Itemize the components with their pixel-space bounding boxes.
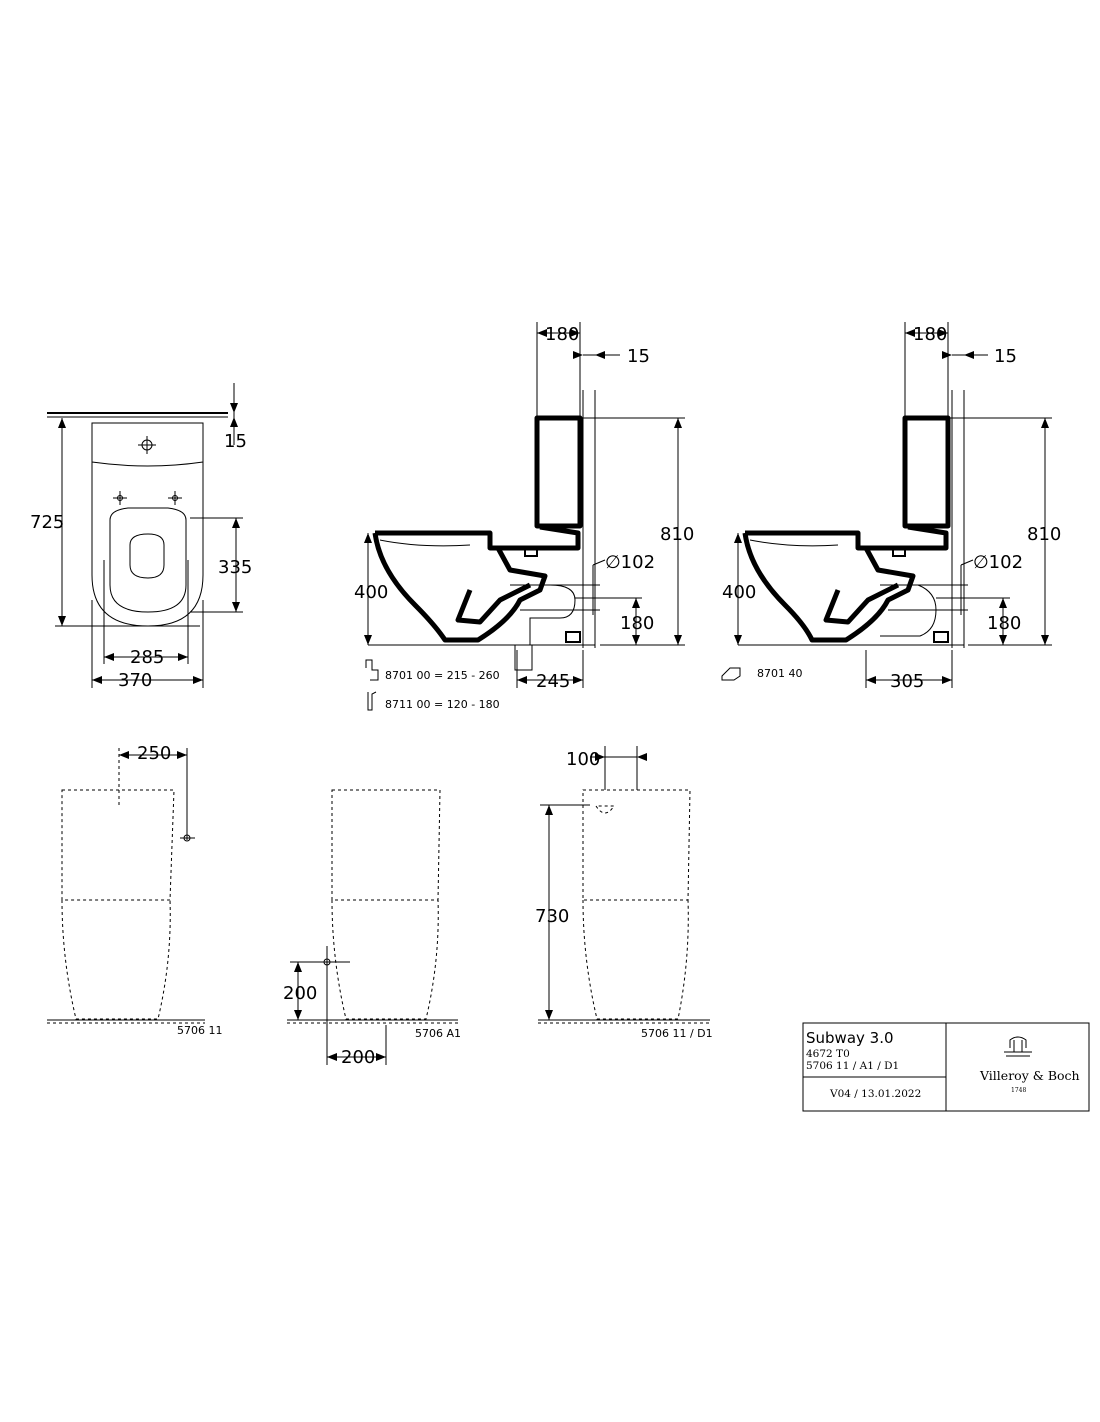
- dim-diameter-102: ∅102: [973, 552, 1023, 573]
- trap: [823, 582, 900, 625]
- brand-year: 1748: [1011, 1087, 1026, 1094]
- product-code: 4672 T0: [806, 1048, 850, 1060]
- dim-250: 250: [137, 743, 171, 764]
- pipe-connector-icon: [367, 691, 377, 711]
- bowl-outline: [331, 899, 439, 1020]
- dim-730: 730: [535, 906, 569, 927]
- dim-180-outlet: 180: [987, 613, 1021, 634]
- bowl-body: [372, 532, 548, 643]
- side-view-1: 180 15 810 400 ∅102 180 245 8701 00 =: [354, 322, 694, 711]
- outlet-pipe: [510, 584, 576, 671]
- brand-name: Villeroy & Boch: [979, 1068, 1080, 1083]
- dim-285: 285: [130, 647, 164, 668]
- note-8711-00: 8711 00 = 120 - 180: [385, 698, 500, 711]
- product-name: Subway 3.0: [806, 1029, 894, 1047]
- note-8701-40: 8701 40: [757, 667, 803, 680]
- front-view-1: 250 5706 11: [47, 743, 223, 1037]
- top-view: 725 15 335 285 370: [30, 383, 252, 691]
- pipe-connector-icon: [365, 659, 379, 681]
- tank-outline: [61, 789, 175, 901]
- dim-400: 400: [354, 582, 388, 603]
- dim-810: 810: [1027, 524, 1061, 545]
- code-5706-a1: 5706 A1: [415, 1027, 461, 1040]
- bowl-outline: [582, 899, 689, 1020]
- cistern: [534, 415, 583, 529]
- dim-305: 305: [890, 671, 924, 692]
- code-5706-11-d1: 5706 11 / D1: [641, 1027, 713, 1040]
- front-view-2: 200 200 5706 A1: [283, 789, 461, 1068]
- bowl-outline: [61, 899, 171, 1020]
- bowl-opening: [129, 533, 165, 579]
- cistern: [902, 415, 951, 529]
- dim-15: 15: [627, 346, 650, 367]
- code-5706-11: 5706 11: [177, 1024, 223, 1037]
- seat-outline: [109, 507, 187, 613]
- dim-400: 400: [722, 582, 756, 603]
- dim-15: 15: [224, 431, 247, 452]
- dim-245: 245: [536, 671, 570, 692]
- button-icon: [595, 805, 615, 814]
- dim-180-tank: 180: [545, 324, 579, 345]
- dim-810: 810: [660, 524, 694, 545]
- trap: [455, 582, 532, 625]
- dim-725: 725: [30, 512, 64, 533]
- bowl-body: [742, 532, 916, 643]
- fountain-icon: [1009, 1036, 1027, 1048]
- title-block: Subway 3.0 4672 T0 5706 11 / A1 / D1 V04…: [802, 1022, 1090, 1112]
- side-view-2: 180 15 810 400 ∅102 180 305 8701 40: [721, 322, 1061, 692]
- dim-335: 335: [218, 557, 252, 578]
- dim-370: 370: [118, 670, 152, 691]
- note-8701-00: 8701 00 = 215 - 260: [385, 669, 500, 682]
- dim-180-outlet: 180: [620, 613, 654, 634]
- variant-codes: 5706 11 / A1 / D1: [806, 1060, 899, 1072]
- tank-outline: [331, 789, 441, 901]
- villeroy-boch-logo: Villeroy & Boch 1748: [979, 1036, 1080, 1094]
- dim-15: 15: [994, 346, 1017, 367]
- pipe-connector-icon: [721, 667, 741, 681]
- dim-200-offset: 200: [341, 1047, 375, 1068]
- dim-180-tank: 180: [913, 324, 947, 345]
- version-date: V04 / 13.01.2022: [829, 1088, 921, 1100]
- dim-100: 100: [566, 749, 600, 770]
- dim-diameter-102: ∅102: [605, 552, 655, 573]
- front-view-3: 100 730 5706 11 / D1: [535, 746, 713, 1040]
- dim-200-height: 200: [283, 983, 317, 1004]
